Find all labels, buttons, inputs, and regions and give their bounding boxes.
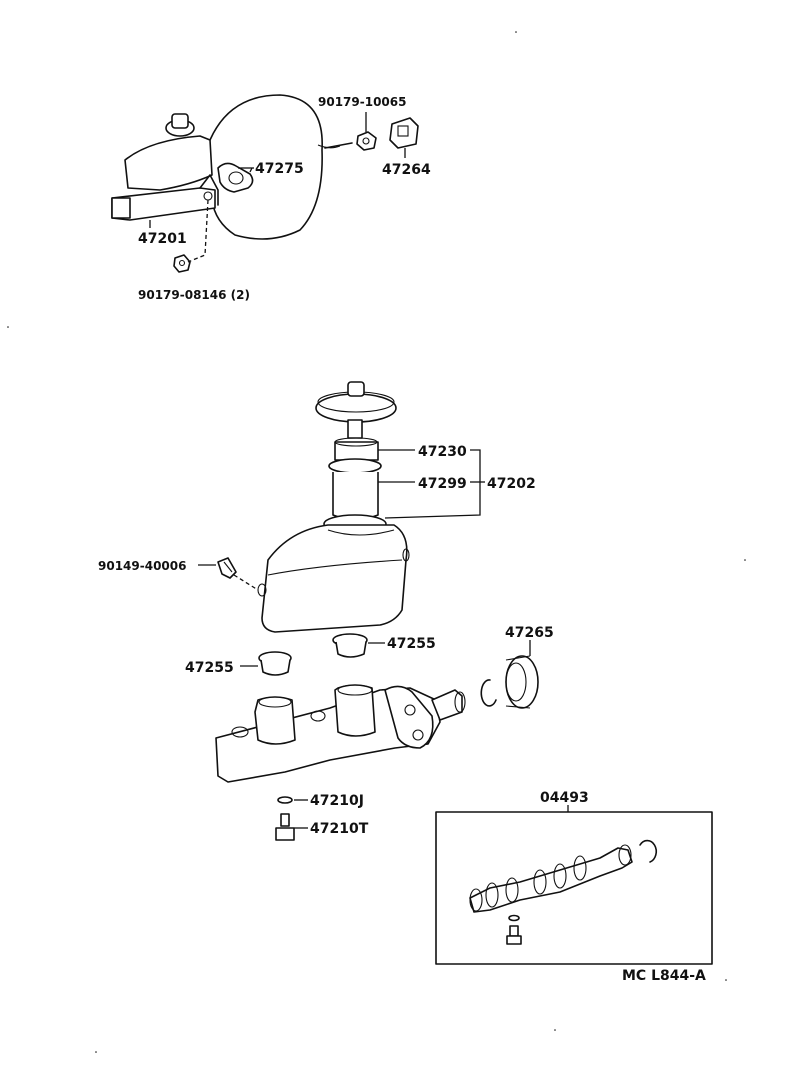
label-47255-right: 47255 [387, 636, 436, 652]
grommet-47255-left [258, 651, 292, 676]
master-cylinder-body [215, 684, 466, 783]
screw-90149-40006 [217, 557, 237, 579]
brake-booster-assembly [209, 94, 353, 240]
label-47202: 47202 [487, 476, 536, 492]
label-90149-40006: 90149-40006 [98, 559, 186, 573]
drawing-code: MC L844-A [622, 968, 706, 984]
label-47299: 47299 [418, 476, 467, 492]
washer-47210J [277, 796, 293, 804]
nut-90179-08146 [173, 254, 191, 273]
strainer-47299 [328, 458, 382, 521]
reservoir-body-47202 [257, 514, 410, 633]
nut-90179-10065 [356, 131, 377, 151]
reservoir-cap-47230 [315, 381, 397, 461]
label-47255-left: 47255 [185, 660, 234, 676]
label-47264: 47264 [382, 162, 431, 178]
seal-47265 [505, 655, 539, 709]
label-90179-10065: 90179-10065 [318, 95, 406, 109]
label-47201: 47201 [138, 231, 187, 247]
label-47275: 47275 [255, 161, 304, 177]
bleeder-47210T [275, 813, 295, 841]
label-04493: 04493 [540, 790, 589, 806]
label-47210T: 47210T [310, 821, 369, 837]
repair-kit-04493 [435, 805, 713, 965]
clevis-47264 [389, 117, 419, 149]
label-47210J: 47210J [310, 793, 364, 809]
grommet-47255-right [332, 633, 368, 658]
gasket-47275 [217, 162, 254, 193]
master-cylinder-assembly-small [111, 113, 219, 221]
label-47265: 47265 [505, 625, 554, 641]
label-47230: 47230 [418, 444, 467, 460]
label-90179-08146: 90179-08146 (2) [138, 288, 250, 302]
